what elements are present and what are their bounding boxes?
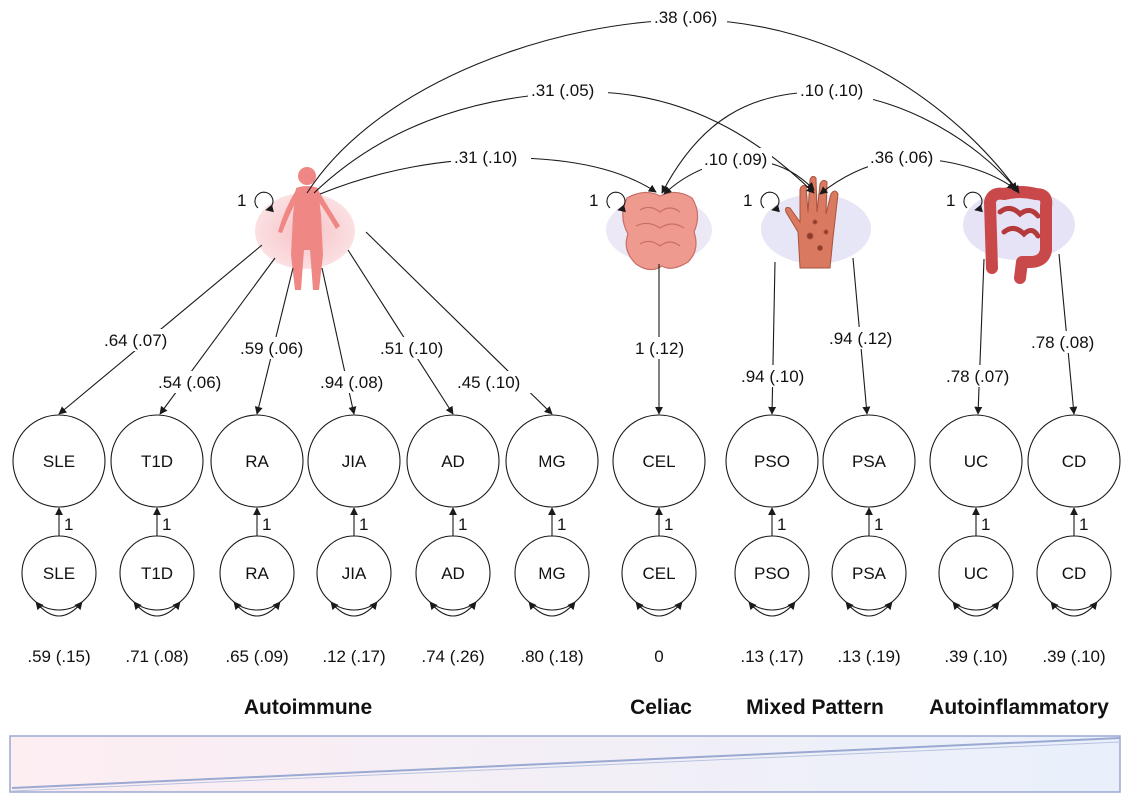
residual-variance-label: .39 (.10) [944,647,1007,666]
group-label-autoimmune: Autoimmune [244,696,372,719]
variance-label-autoimmune: 1 [237,191,246,210]
residual-path-label: 1 [262,515,271,534]
residual-path-label: 1 [162,515,171,534]
factor-autoinflammatory-ellipse [963,190,1075,260]
indicator-label: CD [1062,452,1087,471]
residual-path-label: 1 [981,515,990,534]
indicator-cd: CD CD 1 .39 (.10) [1027,414,1121,666]
indicator-mg: MG MG 1 .80 (.18) [505,414,599,666]
loading-label-jia: .94 (.08) [320,373,383,392]
residual-variance-label: .13 (.19) [837,647,900,666]
residual-label: MG [538,564,565,583]
residual-variance-label: .65 (.09) [225,647,288,666]
residual-path-label: 1 [874,515,883,534]
correlation-arcs: .38 (.06) .31 (.05) .31 (.10) .10 (.10) … [306,6,1020,195]
indicator-jia: JIA JIA 1 .12 (.17) [307,414,401,666]
loading-label-uc: .78 (.07) [946,367,1009,386]
factor-celiac [606,191,712,271]
residual-label: AD [441,564,465,583]
residual-path-label: 1 [1079,515,1088,534]
corr-label-autoimmune-mixed: .31 (.05) [531,81,594,100]
indicator-row: SLE SLE 1 .59 (.15) T1D T1D 1 .71 (.08) … [12,414,1121,666]
residual-label: UC [964,564,989,583]
indicator-sle: SLE SLE 1 .59 (.15) [12,414,106,666]
corr-label-autoinflammatory-celiac: .10 (.10) [800,81,863,100]
corr-label-celiac-mixed: .10 (.09) [704,150,767,169]
residual-path-label: 1 [557,515,566,534]
indicator-psa: PSA PSA 1 .13 (.19) [822,414,916,666]
indicator-label: PSA [852,452,887,471]
loading-label-pso: .94 (.10) [741,367,804,386]
residual-variance-label: .39 (.10) [1042,647,1105,666]
corr-label-autoimmune-celiac: .31 (.10) [454,148,517,167]
residual-variance-label: .74 (.26) [421,647,484,666]
loading-label-sle: .64 (.07) [104,331,167,350]
variance-label-autoinflammatory: 1 [946,191,955,210]
loading-label-cel: 1 (.12) [635,339,684,358]
factor-mixed [761,175,871,269]
indicator-uc: UC UC 1 .39 (.10) [929,414,1023,666]
indicator-label: T1D [141,452,173,471]
indicator-ad: AD AD 1 .74 (.26) [406,414,500,666]
indicator-label: SLE [43,452,75,471]
spectrum-band [9,735,1121,793]
factor-loadings: .64 (.07) .54 (.06) .59 (.06) .94 (.08) … [58,231,1106,415]
residual-variance-label: .71 (.08) [125,647,188,666]
indicator-label: MG [538,452,565,471]
residual-label: RA [245,564,269,583]
variance-label-celiac: 1 [589,191,598,210]
factor-variance-loops: 1 1 1 1 [237,191,983,213]
residual-variance-label: .80 (.18) [520,647,583,666]
residual-label: JIA [342,564,367,583]
indicator-cel: CEL CEL 1 0 [612,414,706,666]
indicator-label: CEL [642,452,675,471]
indicator-label: UC [964,452,989,471]
human-body-icon [278,167,340,290]
loading-label-ra: .59 (.06) [240,339,303,358]
residual-variance-label: .12 (.17) [322,647,385,666]
variance-label-mixed: 1 [743,191,752,210]
loading-label-t1d: .54 (.06) [158,373,221,392]
corr-label-autoimmune-autoinflammatory: .38 (.06) [654,8,717,27]
indicator-label: AD [441,452,465,471]
indicator-ra: RA RA 1 .65 (.09) [210,414,304,666]
residual-path-label: 1 [64,515,73,534]
group-label-autoinflammatory: Autoinflammatory [929,696,1109,719]
loading-label-cd: .78 (.08) [1031,333,1094,352]
residual-variance-label: .13 (.17) [740,647,803,666]
loading-label-psa: .94 (.12) [829,329,892,348]
indicator-t1d: T1D T1D 1 .71 (.08) [110,414,204,666]
residual-label: SLE [43,564,75,583]
residual-path-label: 1 [359,515,368,534]
residual-label: CD [1062,564,1087,583]
corr-label-autoinflammatory-mixed: .36 (.06) [870,148,933,167]
group-labels: Autoimmune Celiac Mixed Pattern Autoinfl… [244,696,1109,719]
residual-label: CEL [642,564,675,583]
group-label-celiac: Celiac [630,696,692,719]
residual-path-label: 1 [458,515,467,534]
loading-label-mg: .45 (.10) [457,373,520,392]
loading-label-ad: .51 (.10) [380,339,443,358]
residual-path-label: 1 [664,515,673,534]
small-intestine-icon [622,191,699,271]
indicator-pso: PSO PSO 1 .13 (.17) [725,414,819,666]
indicator-label: PSO [754,452,790,471]
residual-path-label: 1 [777,515,786,534]
corr-autoinflammatory-celiac [661,91,1018,194]
indicator-label: RA [245,452,269,471]
indicator-label: JIA [342,452,367,471]
residual-variance-label: .59 (.15) [27,647,90,666]
corr-autoimmune-mixed [313,91,815,194]
factor-autoinflammatory [963,186,1075,284]
group-label-mixed: Mixed Pattern [746,696,884,719]
factor-autoimmune [255,167,355,290]
residual-label: PSO [754,564,790,583]
residual-label: T1D [141,564,173,583]
residual-label: PSA [852,564,887,583]
residual-variance-label: 0 [654,647,663,666]
